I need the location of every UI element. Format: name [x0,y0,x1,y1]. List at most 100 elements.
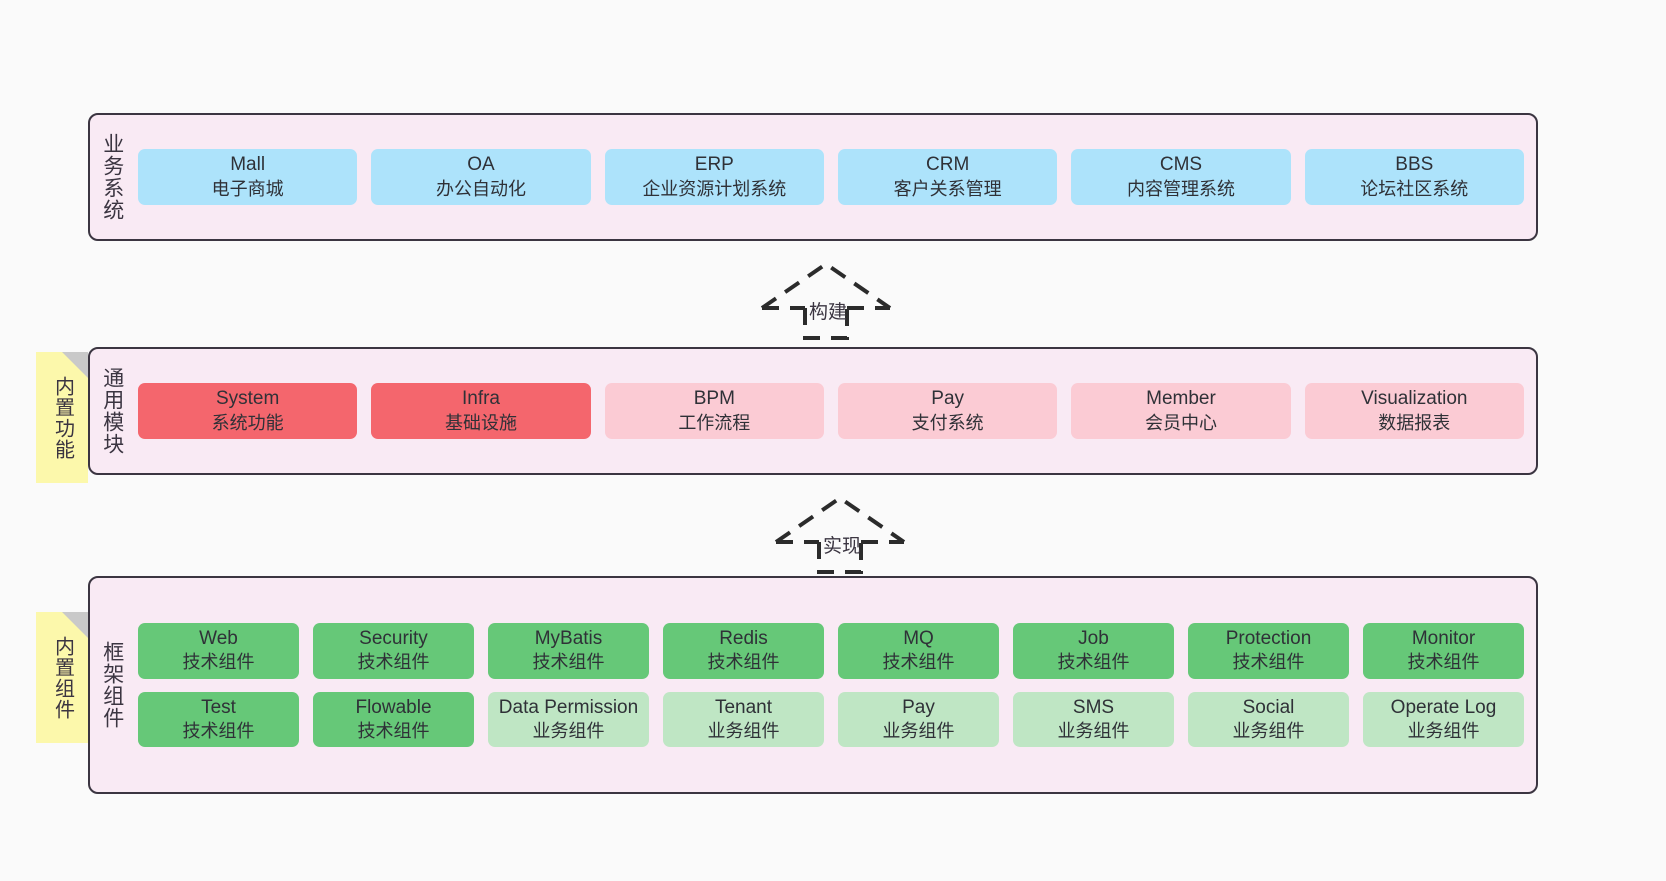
card-crm[interactable]: CRM 客户关系管理 [837,149,1058,205]
card-title: Data Permission [498,696,639,718]
layer-title-framework-component: 框架组件 [100,641,124,729]
card-title: MQ [903,628,934,650]
card-subtitle: 业务组件 [1057,720,1130,741]
card-test[interactable]: Test 技术组件 [138,691,299,747]
card-subtitle: 办公自动化 [435,178,526,199]
card-title: Web [199,628,238,650]
card-subtitle: 企业资源计划系统 [642,178,787,199]
card-title: Tenant [714,696,773,718]
note-builtin-components: 内置组件 [36,612,88,743]
card-title: Redis [719,628,768,650]
card-title: Security [359,628,428,650]
card-subtitle: 技术组件 [357,652,430,673]
card-title: MyBatis [534,628,603,650]
card-subtitle: 系统功能 [211,412,284,433]
card-oa[interactable]: OA 办公自动化 [371,149,591,205]
card-title: CMS [1159,154,1203,176]
card-grid-business-system: Mall 电子商城 OA 办公自动化 ERP 企业资源计划系统 CRM 客户关系… [134,115,1536,239]
layer-title-business-system: 业务系统 [100,133,124,221]
card-subtitle: 技术组件 [532,652,605,673]
card-subtitle: 业务组件 [882,720,955,741]
card-title: Member [1146,388,1216,410]
card-subtitle: 业务组件 [707,720,780,741]
card-title: Operate Log [1390,696,1497,718]
card-job[interactable]: Job 技术组件 [1013,623,1174,679]
card-title: Pay [902,696,935,718]
card-erp[interactable]: ERP 企业资源计划系统 [604,149,824,205]
card-title: Pay [931,388,965,410]
connector-build: 构建 [757,258,897,340]
card-subtitle: 技术组件 [707,652,780,673]
connector-build-label: 构建 [809,302,848,323]
card-infra[interactable]: Infra 基础设施 [371,383,591,439]
card-row: Test 技术组件 Flowable 技术组件 Data Permission … [138,691,1524,747]
card-flowable[interactable]: Flowable 技术组件 [313,691,474,747]
card-subtitle: 电子商城 [211,178,284,199]
card-title: Infra [461,388,500,410]
card-subtitle: 技术组件 [1407,652,1480,673]
card-row: System 系统功能 Infra 基础设施 BPM 工作流程 Pay 支付系统… [138,383,1524,439]
card-data-permission[interactable]: Data Permission 业务组件 [488,691,649,747]
card-cms[interactable]: CMS 内容管理系统 [1071,149,1291,205]
card-web[interactable]: Web 技术组件 [138,623,299,679]
card-title: BBS [1395,154,1434,176]
card-subtitle: 客户关系管理 [893,178,1002,199]
note-builtin-features: 内置功能 [36,352,88,483]
card-subtitle: 技术组件 [182,720,255,741]
card-title: SMS [1072,696,1115,718]
generalization-arrow-icon [774,495,906,574]
card-member[interactable]: Member 会员中心 [1071,383,1291,439]
card-subtitle: 技术组件 [182,652,255,673]
card-mq[interactable]: MQ 技术组件 [838,623,999,679]
card-operate-log[interactable]: Operate Log 业务组件 [1363,691,1524,747]
card-title: Social [1242,696,1295,718]
card-title: Flowable [355,696,432,718]
folded-corner-icon [62,612,88,638]
card-tenant[interactable]: Tenant 业务组件 [663,691,824,747]
card-pay[interactable]: Pay 支付系统 [837,383,1058,439]
card-subtitle: 技术组件 [1232,652,1305,673]
card-redis[interactable]: Redis 技术组件 [663,623,824,679]
folded-corner-icon [62,352,88,378]
card-pay-component[interactable]: Pay 业务组件 [838,691,999,747]
card-visualization[interactable]: Visualization 数据报表 [1304,383,1524,439]
card-bpm[interactable]: BPM 工作流程 [604,383,824,439]
card-subtitle: 技术组件 [882,652,955,673]
card-bbs[interactable]: BBS 论坛社区系统 [1304,149,1524,205]
generalization-arrow-icon [760,261,892,340]
card-title: Test [201,696,236,718]
card-title: CRM [926,154,970,176]
card-title: System [215,388,280,410]
card-subtitle: 技术组件 [1057,652,1130,673]
card-protection[interactable]: Protection 技术组件 [1188,623,1349,679]
card-title: BPM [693,388,735,410]
note-label: 内置组件 [51,635,74,720]
card-subtitle: 支付系统 [911,412,984,433]
layer-title-common-module: 通用模块 [100,367,124,455]
card-subtitle: 业务组件 [1232,720,1305,741]
layer-common-module: 通用模块 System 系统功能 Infra 基础设施 BPM 工作流程 Pay… [88,347,1538,475]
card-mall[interactable]: Mall 电子商城 [138,149,358,205]
card-social[interactable]: Social 业务组件 [1188,691,1349,747]
note-label: 内置功能 [51,375,74,460]
card-subtitle: 业务组件 [1407,720,1480,741]
card-monitor[interactable]: Monitor 技术组件 [1363,623,1524,679]
card-title: Visualization [1361,388,1468,410]
card-sms[interactable]: SMS 业务组件 [1013,691,1174,747]
card-subtitle: 内容管理系统 [1126,178,1235,199]
card-security[interactable]: Security 技术组件 [313,623,474,679]
card-row: Web 技术组件 Security 技术组件 MyBatis 技术组件 Redi… [138,623,1524,679]
card-mybatis[interactable]: MyBatis 技术组件 [488,623,649,679]
layer-framework-component: 框架组件 Web 技术组件 Security 技术组件 MyBatis 技术组件… [88,576,1538,794]
connector-implement: 实现 [771,492,911,574]
card-row: Mall 电子商城 OA 办公自动化 ERP 企业资源计划系统 CRM 客户关系… [138,149,1524,205]
layer-business-system: 业务系统 Mall 电子商城 OA 办公自动化 ERP 企业资源计划系统 CRM… [88,113,1538,241]
card-title: Monitor [1411,628,1476,650]
card-grid-framework-component: Web 技术组件 Security 技术组件 MyBatis 技术组件 Redi… [134,578,1536,792]
card-subtitle: 技术组件 [357,720,430,741]
card-system[interactable]: System 系统功能 [138,383,358,439]
card-title: Job [1078,628,1109,650]
card-subtitle: 业务组件 [532,720,605,741]
card-subtitle: 基础设施 [444,412,517,433]
